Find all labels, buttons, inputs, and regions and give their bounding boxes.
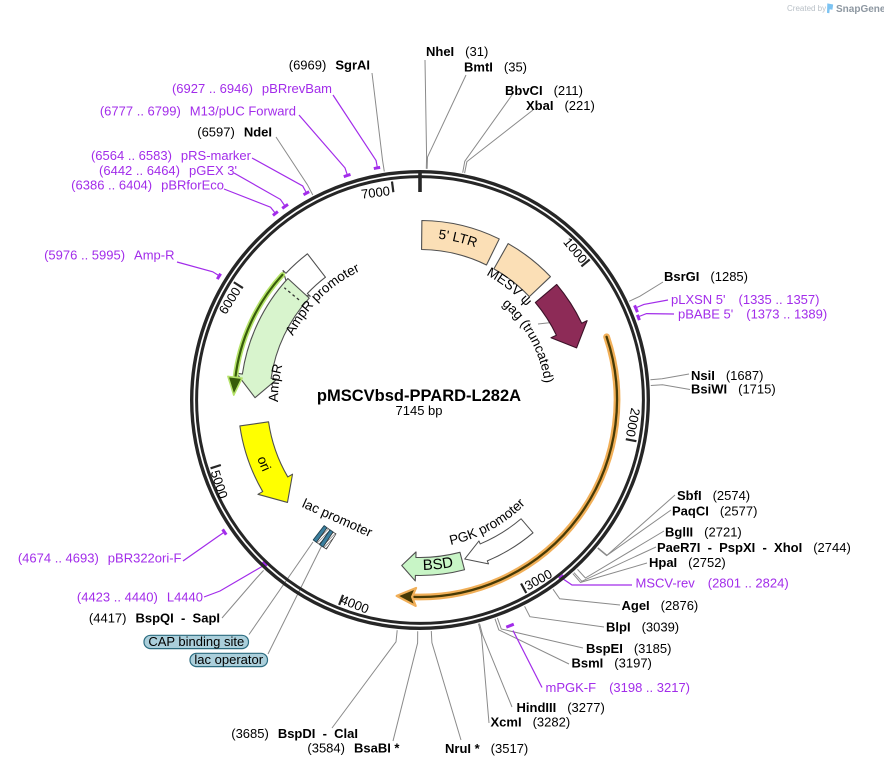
- svg-text:(3685)BspDI - ClaI: (3685)BspDI - ClaI: [231, 726, 358, 741]
- svg-text:XbaI(221): XbaI(221): [526, 98, 595, 113]
- svg-text:BsiWI(1715): BsiWI(1715): [691, 382, 776, 397]
- svg-text:7145 bp: 7145 bp: [396, 403, 443, 418]
- svg-text:BlpI(3039): BlpI(3039): [606, 620, 679, 635]
- svg-text:pBABE 5'(1373 .. 1389): pBABE 5'(1373 .. 1389): [678, 306, 827, 321]
- svg-text:pMSCVbsd-PPARD-L282A: pMSCVbsd-PPARD-L282A: [317, 387, 521, 405]
- svg-text:HindIII(3277): HindIII(3277): [517, 700, 605, 715]
- svg-text:AmpR: AmpR: [266, 362, 285, 402]
- svg-text:SbfI(2574): SbfI(2574): [677, 488, 750, 503]
- svg-text:7000: 7000: [360, 183, 391, 202]
- svg-text:lac operator: lac operator: [194, 652, 263, 667]
- svg-text:(3584)BsaBI *: (3584)BsaBI *: [307, 741, 400, 756]
- svg-text:(6777 .. 6799)M13/pUC Forward: (6777 .. 6799)M13/pUC Forward: [100, 103, 296, 118]
- svg-text:(4674 .. 4693)pBR322ori-F: (4674 .. 4693)pBR322ori-F: [18, 550, 182, 565]
- svg-text:XcmI(3282): XcmI(3282): [491, 714, 571, 729]
- svg-text:BSD: BSD: [422, 554, 454, 574]
- svg-text:(6442 .. 6464)pGEX 3': (6442 .. 6464)pGEX 3': [99, 163, 237, 178]
- svg-text:PaeR7I - PspXI - XhoI(2744: PaeR7I - PspXI - XhoI(2744): [657, 540, 851, 555]
- svg-text:BsrGI(1285): BsrGI(1285): [664, 269, 748, 284]
- svg-text:BglII(2721): BglII(2721): [665, 525, 742, 540]
- svg-text:(6927 .. 6946)pBRrevBam: (6927 .. 6946)pBRrevBam: [172, 81, 332, 96]
- svg-text:(6564 .. 6583)pRS-marker: (6564 .. 6583)pRS-marker: [91, 148, 252, 163]
- svg-text:BsmI(3197): BsmI(3197): [572, 656, 652, 671]
- svg-text:BmtI(35): BmtI(35): [464, 60, 527, 75]
- svg-text:(6386 .. 6404)pBRforEco: (6386 .. 6404)pBRforEco: [71, 178, 224, 193]
- svg-text:NheI(31): NheI(31): [426, 44, 488, 59]
- svg-text:SnapGene: SnapGene: [836, 4, 884, 15]
- svg-text:BspEI(3185): BspEI(3185): [586, 641, 671, 656]
- svg-text:PaqCI(2577): PaqCI(2577): [672, 504, 757, 519]
- svg-text:Created by: Created by: [787, 4, 826, 13]
- svg-text:2000: 2000: [623, 407, 643, 438]
- svg-text:(6597)NdeI: (6597)NdeI: [197, 124, 272, 139]
- svg-text:AgeI(2876): AgeI(2876): [622, 598, 699, 613]
- svg-text:mPGK-F(3198 .. 3217): mPGK-F(3198 .. 3217): [546, 680, 691, 695]
- svg-text:ori: ori: [254, 454, 273, 473]
- svg-text:(6969)SgrAI: (6969)SgrAI: [289, 58, 370, 73]
- svg-text:NsiI(1687): NsiI(1687): [691, 368, 763, 383]
- svg-text:(4417)BspQI - SapI: (4417)BspQI - SapI: [89, 611, 220, 626]
- svg-text:(4423 .. 4440)L4440: (4423 .. 4440)L4440: [77, 590, 203, 605]
- svg-text:(5976 .. 5995)Amp-R: (5976 .. 5995)Amp-R: [44, 248, 174, 263]
- svg-text:MSCV-rev(2801 .. 2824): MSCV-rev(2801 .. 2824): [636, 576, 789, 591]
- svg-text:pLXSN 5'(1335 .. 1357): pLXSN 5'(1335 .. 1357): [671, 292, 819, 307]
- svg-text:NruI *(3517): NruI *(3517): [445, 741, 528, 756]
- svg-text:HpaI(2752): HpaI(2752): [649, 555, 726, 570]
- svg-text:BbvCI(211): BbvCI(211): [505, 83, 583, 98]
- svg-text:CAP binding site: CAP binding site: [148, 634, 244, 649]
